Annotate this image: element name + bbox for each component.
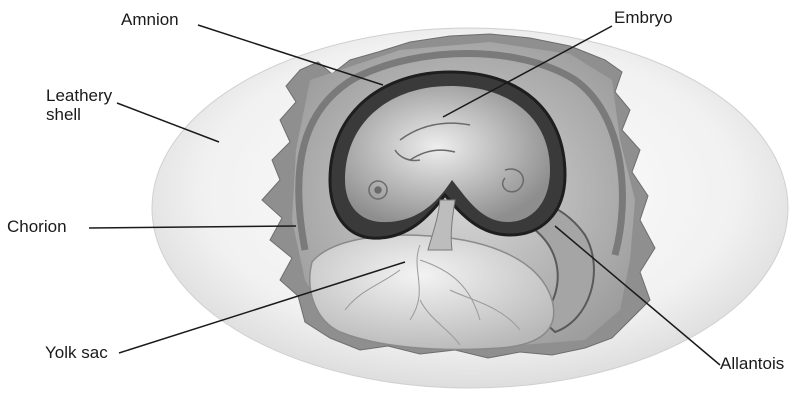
label-embryo: Embryo [614,8,673,27]
label-leathery-shell-line2: shell [46,105,112,124]
label-leathery-shell: Leathery shell [46,86,112,124]
label-leathery-shell-line1: Leathery [46,86,112,105]
label-allantois: Allantois [720,354,784,373]
label-yolk-sac: Yolk sac [45,343,108,362]
label-amnion: Amnion [121,10,179,29]
label-chorion: Chorion [7,217,67,236]
